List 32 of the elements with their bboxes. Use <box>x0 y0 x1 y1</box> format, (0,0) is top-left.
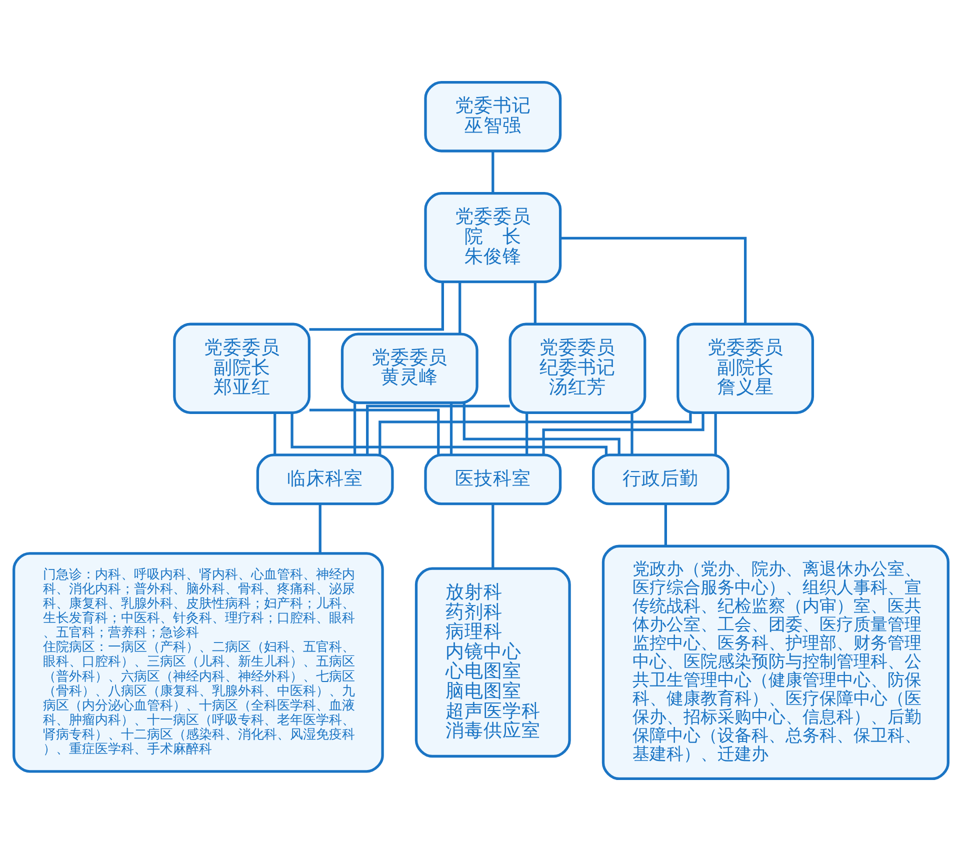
node-box: 党委委员 黄灵峰 <box>340 332 478 404</box>
connector <box>630 412 634 455</box>
connector <box>309 282 444 331</box>
connector <box>664 504 667 546</box>
connector <box>309 408 440 455</box>
connector <box>353 402 356 455</box>
node-box: 党政办（党办、院办、离退休办公室、医疗综合服务中心）、组织人事科、宣传统战科、纪检监察（内审）室、医共体办公室、工会、团委、医疗质量管理监控中心、医务科、护理部、财务管理中心、医院感染预防与控制管理科、公共卫生管理中心（健康管理中心、防保科、健康教育科）、医疗保障中心（医保办、招标采购中心、信息科）、后勤保障中心（设备科、总务科、保卫科、基建科）、迁建办 <box>602 544 950 780</box>
connector <box>378 413 692 455</box>
connector <box>714 412 717 455</box>
connector <box>526 412 528 455</box>
connector <box>366 404 510 455</box>
node-box: 党委委员 院 长 朱俊锋 <box>424 192 562 284</box>
connector <box>458 282 462 334</box>
connector <box>542 413 704 455</box>
node-box: 党委委员 纪委书记 汤红芳 <box>508 322 646 414</box>
connector <box>560 236 747 324</box>
connector <box>318 504 322 554</box>
node-box: 医技科室 <box>424 454 562 506</box>
connector <box>534 282 536 324</box>
connector <box>492 152 494 194</box>
node-box: 临床科室 <box>256 454 394 506</box>
connector <box>450 402 453 455</box>
node-box: 党委书记 巫智强 <box>424 80 562 152</box>
node-box: 党委委员 副院长 詹义星 <box>676 322 814 414</box>
connector <box>492 504 494 568</box>
node-box: 行政后勤 <box>592 454 730 506</box>
connector <box>290 412 608 455</box>
connector <box>462 402 620 455</box>
node-box: 门急诊：内科、呼吸内科、肾内科、心血管科、神经内科、消化内科；普外科、脑外科、骨科、疼痛科、泌尿科、康复科、乳腺外科、皮肤性病科；妇产科；儿科、生长发育科；中医科、针灸科、理疗科；口腔科、眼科、五官科；营养科；急诊科 住院病区：一病区（产科）、二病区（妇科、五官科、眼科、口腔科）、三病区（儿科、新生儿科）、五病区（普外科）、六病区（神经内科、神经外科）、七病区（骨科）、八病区（康复科、乳腺外科、中医科）、九病区（内分泌心血管科）、十病区（全科医学科、血液科、肿瘤内科）、十一病区（呼吸专科、老年医学科、肾病专科）、十二病区（感染科、消化科、风湿免疫科）、重症医学科、手术麻醉科 <box>12 552 384 773</box>
node-box: 放射科 药剂科 病理科 内镜中心 心电图室 脑电图室 超声医学科 消毒供应室 <box>414 567 571 758</box>
connector <box>274 412 276 455</box>
node-box: 党委委员 副院长 郑亚红 <box>173 322 311 414</box>
